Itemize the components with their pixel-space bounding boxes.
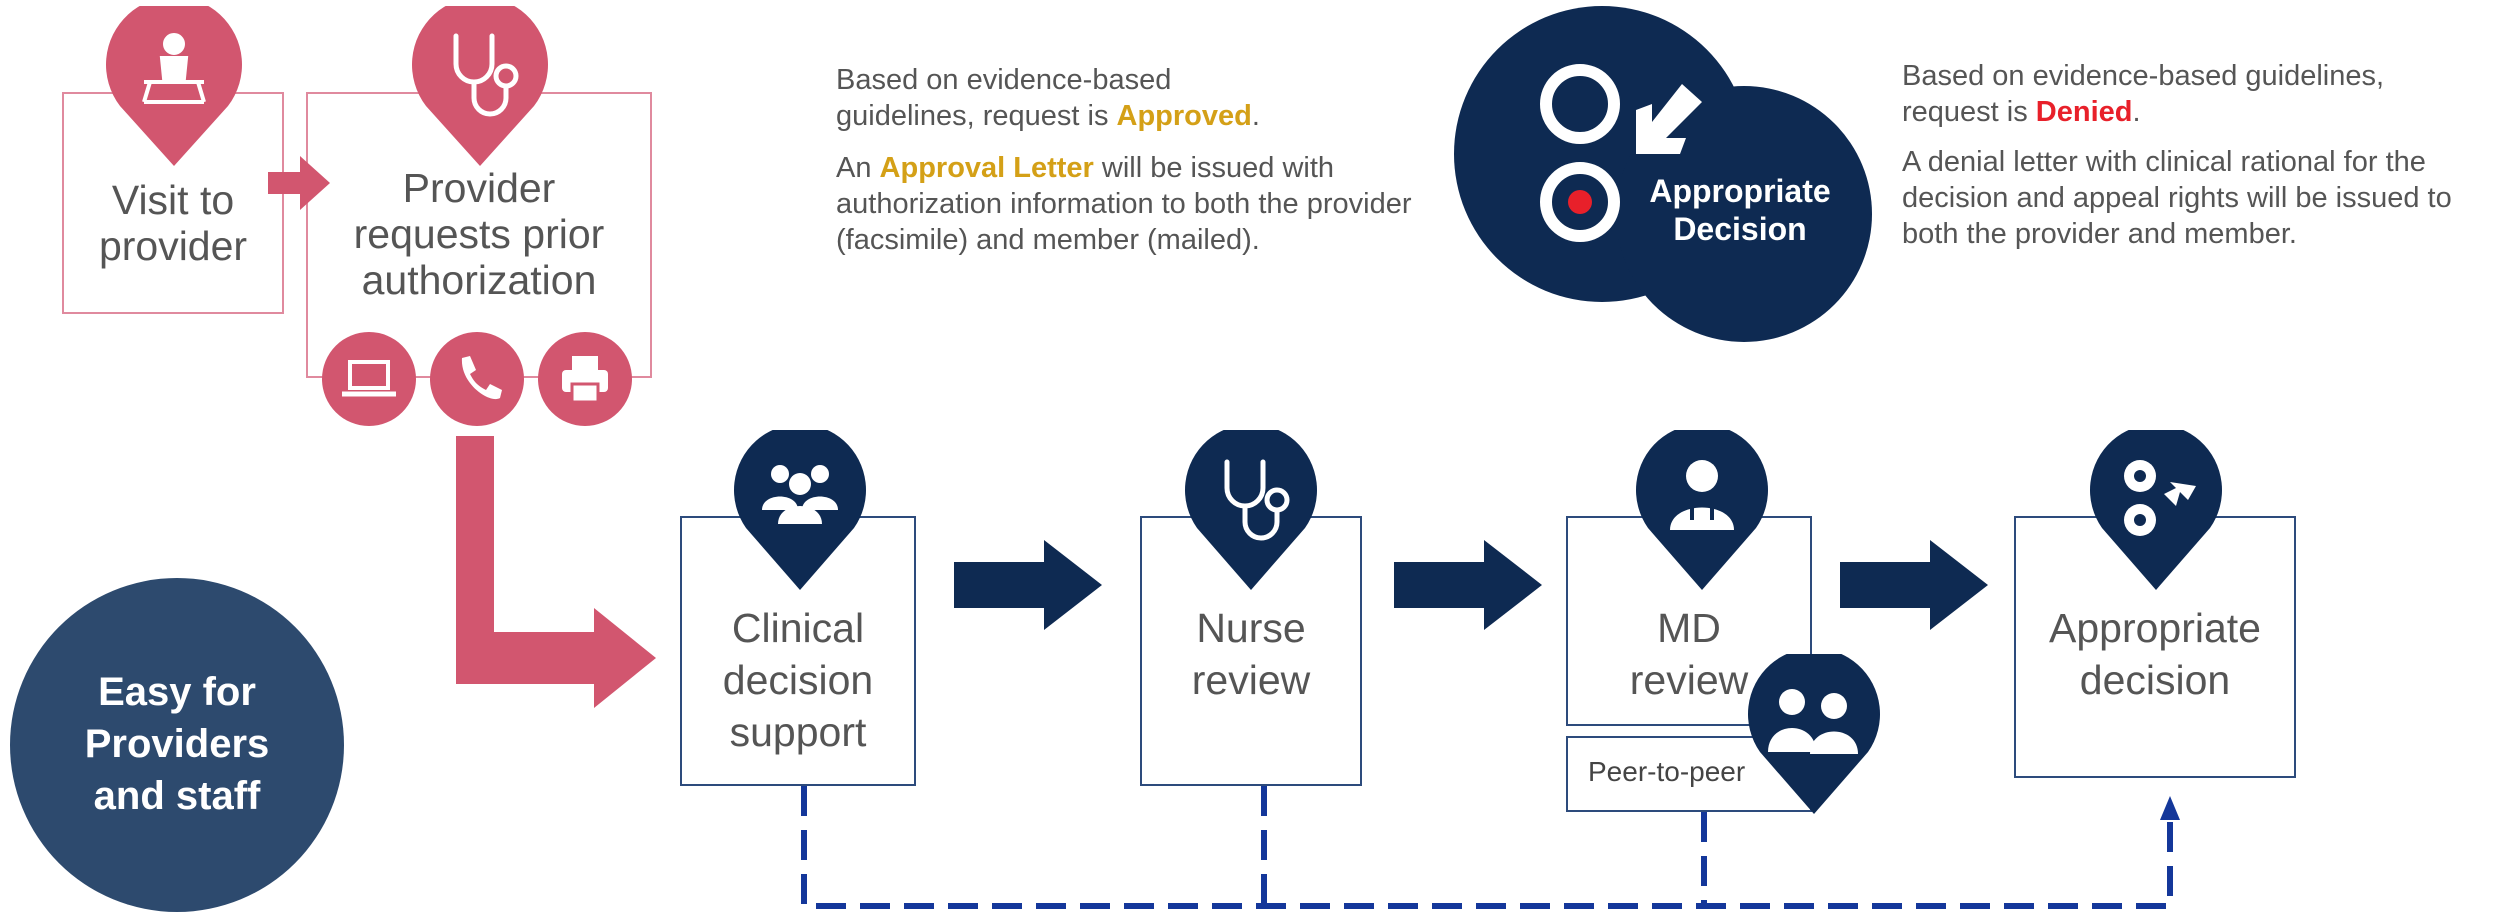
denied-line2: request is Denied. [1902,94,2482,130]
approved-line2-post: . [1251,100,1260,132]
visit-label-text: Visit to provider [98,177,248,269]
peer-to-peer-box [1566,736,1812,812]
decision-line1: Appropriate [2049,605,2261,651]
denied-line2-pre: request is [1902,96,2036,128]
approved-line2-pre: guidelines, request is [836,100,1117,132]
decision-circles-icon [2090,430,2222,590]
step-arrow-2 [1394,540,1542,630]
phone-icon [430,332,524,426]
md-review-label: MD review [1566,602,1812,706]
decision-line2: decision [2079,657,2231,703]
approved-para2-pre: An [836,152,880,184]
nurse-line1: Nurse [1196,605,1306,651]
denied-line2-post: . [2132,96,2141,128]
clinical-line2: decision [722,657,874,703]
clinical-decision-label: Clinical decision support [680,602,916,758]
approved-line2: guidelines, request is Approved. [836,98,1436,134]
decision-badge-label: Appropriate Decision [1640,172,1840,248]
laptop-icon [322,332,416,426]
nurse-line2: review [1191,657,1311,703]
appropriate-decision-label: Appropriate decision [2014,602,2296,706]
easy-line2: Providers [84,722,270,766]
phone-glyph [461,356,502,400]
appropriate-decision-badge [1454,6,1872,342]
denied-para2: A denial letter with clinical rational f… [1902,146,2452,250]
group-people-icon [734,430,866,590]
nurse-review-label: Nurse review [1140,602,1362,706]
provider-to-clinical-arrow [456,436,656,708]
denied-note: Based on evidence-based guidelines, requ… [1902,58,2482,252]
visit-to-provider-arrow [268,156,330,210]
step-arrow-1 [954,540,1102,630]
step-arrow-3 [1840,540,1988,630]
easy-label: Easy for Providers and staff [10,666,344,822]
peer-to-peer-label: Peer-to-peer [1588,756,1746,787]
easy-for-providers-circle [10,578,344,912]
easy-line3: and staff [93,774,261,818]
printer-glyph [562,356,608,404]
md-line1: MD [1657,605,1721,651]
nurse-stethoscope-icon [1185,430,1317,590]
provider-label: Provider requests prior authorization [320,165,638,304]
denied-status: Denied [2035,96,2133,128]
decision-badge-line2: Decision [1673,211,1807,247]
approved-status: Approved [1116,100,1252,132]
approved-note: Based on evidence-based guidelines, requ… [836,62,1436,258]
visit-label: Visit to provider [62,177,284,270]
denied-line1: Based on evidence-based guidelines, [1902,60,2385,92]
approval-letter-highlight: Approval Letter [879,152,1094,184]
decision-badge-line1: Appropriate [1649,173,1831,209]
doctor-icon [1636,430,1768,590]
approved-para2: An Approval Letter will be issued with a… [836,150,1426,258]
patient-on-table-icon [106,6,242,166]
approved-line1: Based on evidence-based [836,64,1172,96]
stethoscope-icon [412,6,548,166]
laptop-glyph [342,360,396,397]
provider-label-text: Provider requests prior authorization [353,165,605,303]
easy-line1: Easy for [98,670,256,714]
approved-para2-post: will be issued with authorization inform… [836,152,1412,256]
clinical-line1: Clinical [731,605,865,651]
md-line2: review [1629,657,1749,703]
two-doctors-icon [1748,654,1880,814]
clinical-line3: support [729,709,867,755]
return-path-dashed [801,786,2180,909]
